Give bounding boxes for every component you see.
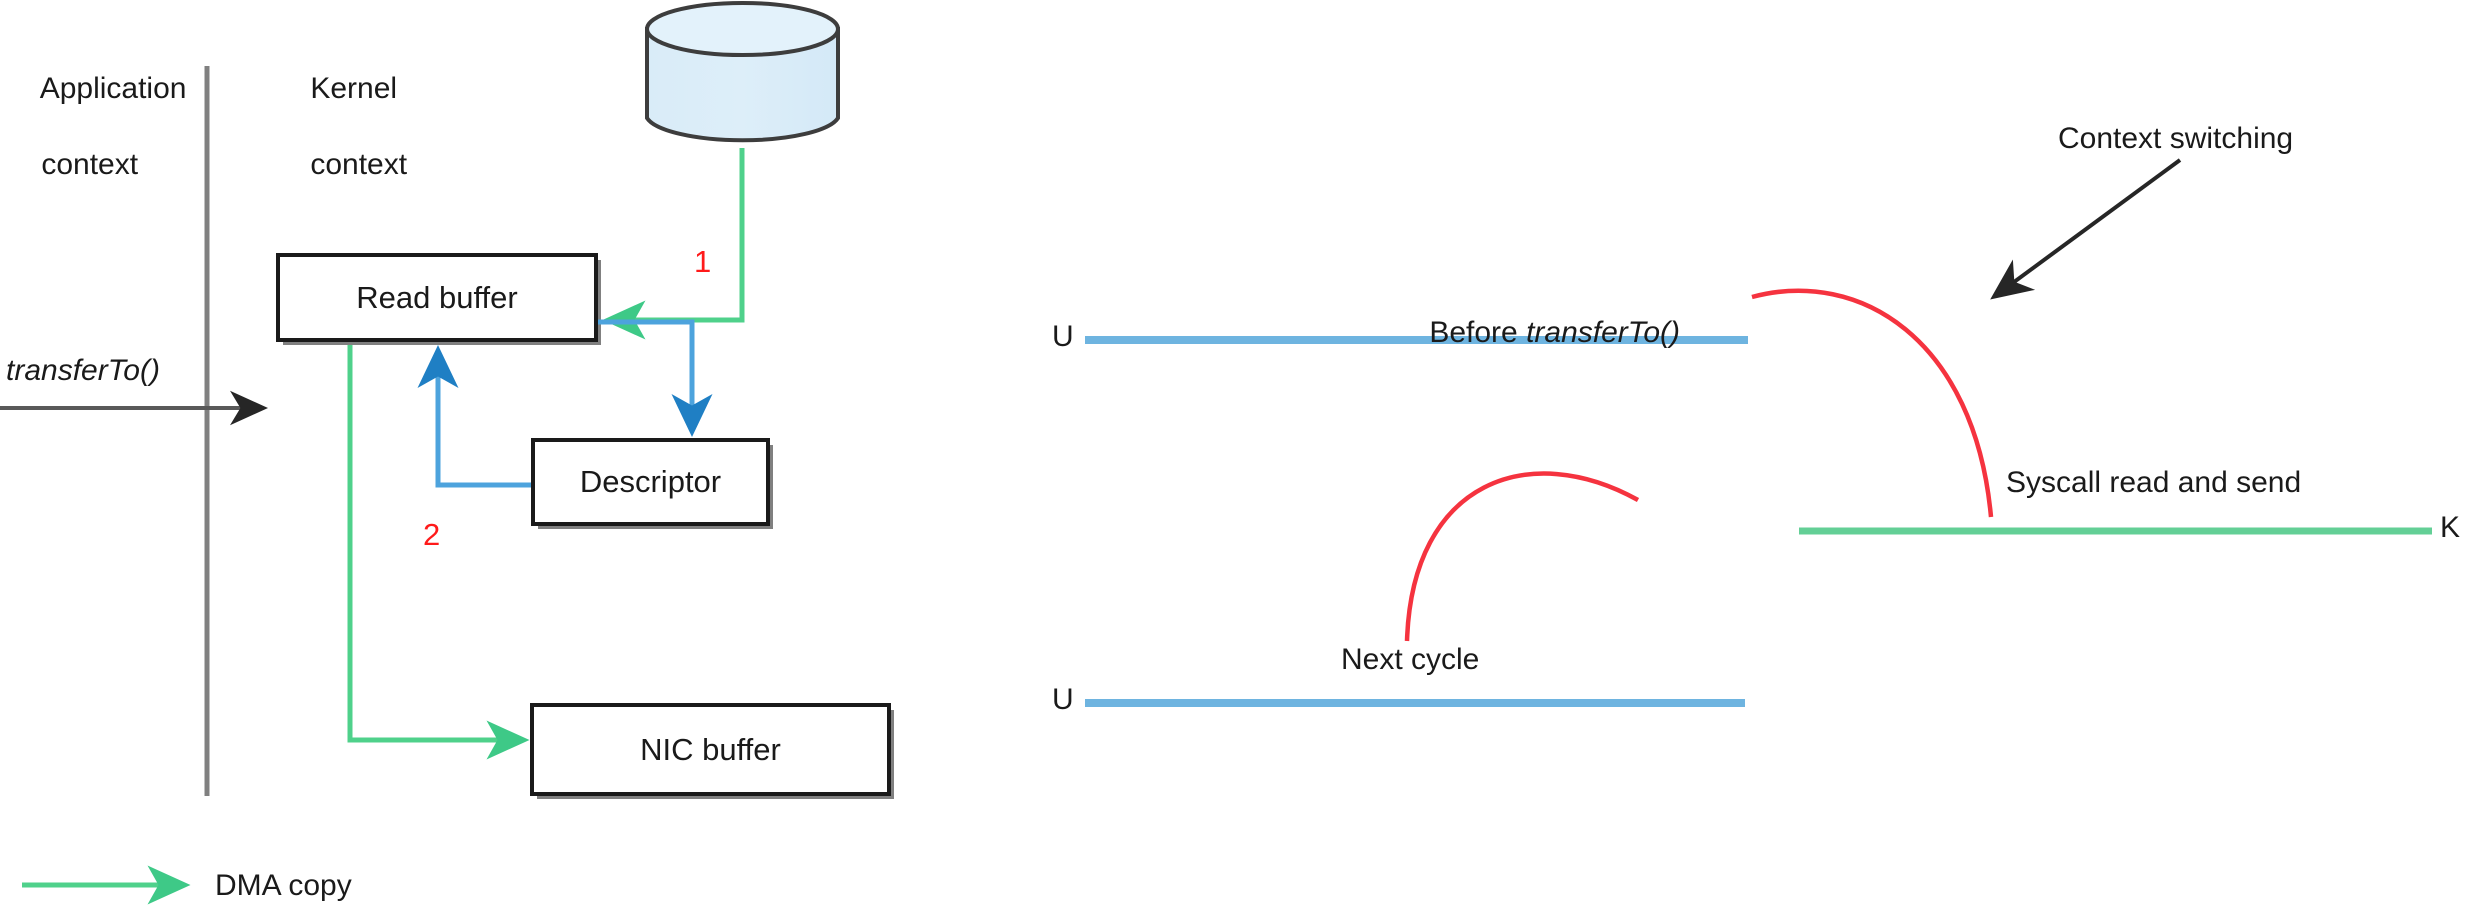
transferto-syscall-label: transferTo() [6,354,160,387]
context-switch-arc-up [1404,471,1640,642]
descriptor-box [531,438,773,529]
dma-read-buffer-to-nic-arrow [347,345,530,760]
nic-buffer-box [530,703,894,799]
disk-cylinder-icon [645,1,840,143]
dma-disk-to-read-buffer-arrow [602,148,745,340]
before-transferto-italic: transferTo() [1526,316,1681,349]
context-switching-pointer-arrow [1990,158,2182,300]
nic-buffer-label: NIC buffer [640,731,781,767]
descriptor-to-read-buffer-arrow [417,344,533,488]
kernel-context-label: Kernel context [277,32,407,222]
next-cycle-label: Next cycle [1341,643,1480,676]
application-context-line2: context [41,148,139,181]
before-transferto-label: Before transferTo() [1396,276,1680,390]
user-mode-marker-top: U [1052,320,1074,353]
syscall-read-and-send-label: Syscall read and send [2006,466,2302,499]
context-switching-label: Context switching [2058,122,2294,155]
before-transferto-prefix: Before [1429,316,1527,349]
step-1-label: 1 [694,244,712,279]
read-buffer-to-descriptor-arrow [598,319,713,438]
user-mode-marker-bottom: U [1052,683,1074,716]
kernel-context-line1: Kernel [310,72,398,105]
legend-dma-copy-label: DMA copy [215,869,352,902]
application-context-label: Application context [8,32,187,222]
read-buffer-box [276,253,601,345]
application-context-line1: Application [39,72,187,105]
kernel-context-line2: context [310,148,408,181]
kernel-mode-marker: K [2440,511,2461,544]
step-2-label: 2 [423,517,441,552]
context-switch-arc-down [1751,288,1994,518]
read-buffer-label: Read buffer [356,279,518,315]
descriptor-label: Descriptor [579,464,722,499]
